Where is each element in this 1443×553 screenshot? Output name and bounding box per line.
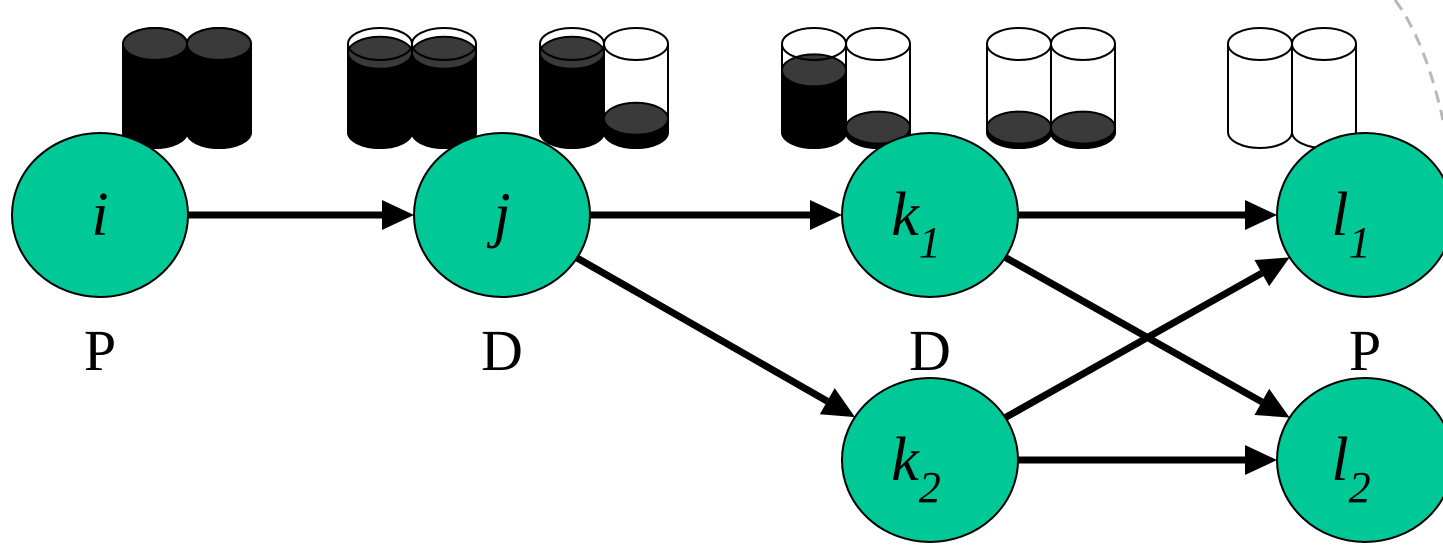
node-ellipse xyxy=(841,132,1019,298)
edge-i-to-j xyxy=(188,200,414,230)
node-subscript: 1 xyxy=(919,218,941,267)
node-letter: i xyxy=(91,181,108,249)
node-l2: l2 xyxy=(1276,377,1443,543)
arrowhead-icon xyxy=(382,200,414,230)
role-label-j: D xyxy=(481,318,523,383)
cylinder-groups xyxy=(122,27,1357,149)
node-l1: l1 xyxy=(1276,132,1443,298)
edge-k1-to-l1 xyxy=(1018,200,1277,230)
arrowhead-icon xyxy=(1254,257,1290,287)
node-j: j xyxy=(413,132,591,298)
cylinder xyxy=(539,27,605,149)
edge-k2-to-l2 xyxy=(1018,445,1277,475)
node-letter: k xyxy=(891,426,920,494)
role-label-l1: P xyxy=(1349,318,1381,383)
arrowhead-icon xyxy=(1245,200,1277,230)
cylinder xyxy=(122,27,188,149)
node-k1: k1 xyxy=(841,132,1019,298)
arrowhead-icon xyxy=(810,200,842,230)
node-ellipse xyxy=(11,132,189,298)
node-subscript: 2 xyxy=(1349,463,1371,512)
cylinder-pair-5 xyxy=(986,27,1116,149)
cylinder-fill xyxy=(347,51,413,149)
node-letter: l xyxy=(1331,426,1348,494)
cylinder-fill xyxy=(186,43,252,149)
arrowhead-icon xyxy=(1245,445,1277,475)
cylinder xyxy=(1227,27,1293,149)
node-k2: k2 xyxy=(841,377,1019,543)
cylinder xyxy=(1291,27,1357,149)
node-label: k1 xyxy=(891,181,941,267)
cylinder-pair-6 xyxy=(1227,27,1357,149)
node-subscript: 1 xyxy=(1349,218,1371,267)
node-i: i xyxy=(11,132,189,298)
cylinder-pair-4 xyxy=(781,27,911,149)
arrowhead-icon xyxy=(819,388,856,418)
edge-j-to-k2 xyxy=(575,254,856,418)
edge-j-to-k1 xyxy=(590,200,842,230)
role-label-i: P xyxy=(84,318,116,383)
edge-k1-to-l2 xyxy=(1003,254,1290,418)
node-label: l2 xyxy=(1331,426,1370,512)
cylinder xyxy=(986,27,1052,149)
node-subscript: 2 xyxy=(919,463,941,512)
cylinder-pair-2 xyxy=(347,27,477,149)
node-ellipse xyxy=(1276,377,1443,543)
edge-k2-to-l1 xyxy=(1003,257,1290,421)
role-label-k1: D xyxy=(909,318,951,383)
node-letter: l xyxy=(1331,181,1348,249)
cylinder xyxy=(603,27,669,149)
edges xyxy=(188,200,1290,475)
cylinder-pair-1 xyxy=(122,27,252,149)
cylinder xyxy=(411,27,477,149)
cylinder-fill xyxy=(781,69,847,149)
node-ellipse xyxy=(413,132,591,298)
arrowhead-icon xyxy=(1254,388,1290,418)
cylinder-pair-3 xyxy=(539,27,669,149)
cylinder xyxy=(845,27,911,149)
node-label: l1 xyxy=(1331,181,1370,267)
cylinder-fill xyxy=(411,51,477,149)
dashed-curve-decoration xyxy=(1393,0,1443,121)
node-letter: k xyxy=(891,181,920,249)
cylinder xyxy=(781,27,847,149)
cylinder xyxy=(347,27,413,149)
node-label: i xyxy=(91,181,108,249)
cylinder-fill xyxy=(539,51,605,149)
node-ellipse xyxy=(841,377,1019,543)
node-label: k2 xyxy=(891,426,941,512)
cylinder xyxy=(186,27,252,149)
cylinder xyxy=(1050,27,1116,149)
node-ellipse xyxy=(1276,132,1443,298)
